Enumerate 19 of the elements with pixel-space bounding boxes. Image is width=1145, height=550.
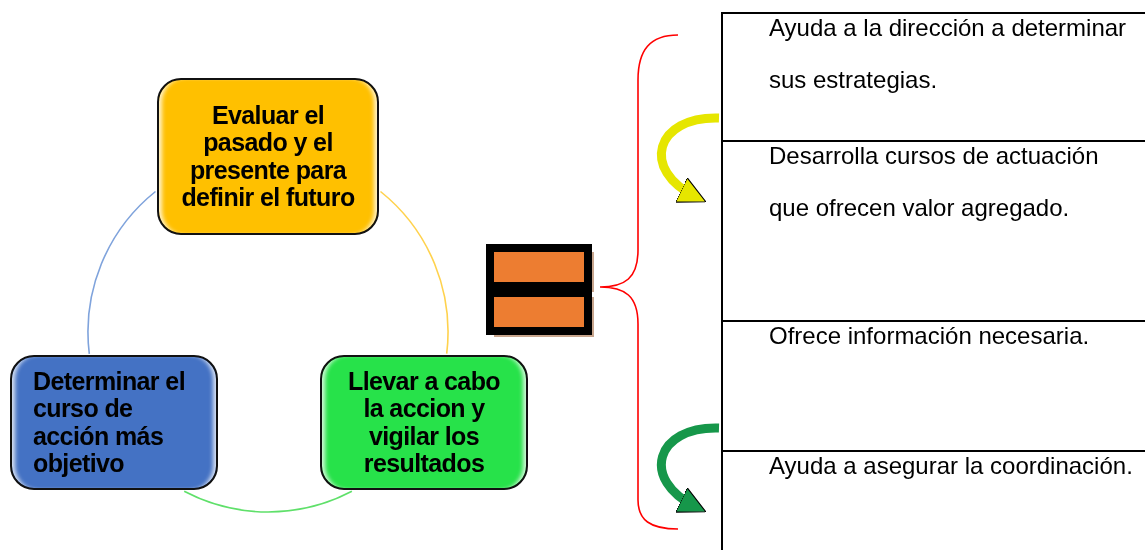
rounded-process-box: [157, 78, 379, 235]
box-text: Llevar a cabo la accion y vigilar los resultados: [347, 367, 501, 478]
box-text: Ofrece información necesaria.: [769, 321, 1091, 351]
rounded-process-box: [320, 355, 528, 490]
box-text: Determinar el curso de acción más objetivo: [33, 367, 186, 478]
text-box: [721, 320, 1145, 450]
connector-arc: [379, 190, 449, 355]
connector-arc: [87, 190, 157, 355]
rounded-process-box: [10, 355, 218, 490]
text-box: [721, 12, 1145, 140]
curved-arrow: [657, 423, 720, 513]
box-text: Desarrolla cursos de actuación que ofrecen valor agregado.: [769, 141, 1100, 223]
box-text: Evaluar el pasado y el presente para definir el futuro: [180, 101, 356, 212]
connector-arc: [183, 490, 353, 513]
box-text: Ayuda a la dirección a determinar sus estrategias.: [769, 13, 1128, 95]
box-text: Ayuda a asegurar la coordinación.: [769, 451, 1134, 481]
text-box: [721, 450, 1145, 550]
curved-arrow: [657, 113, 720, 203]
text-box: [721, 140, 1145, 320]
